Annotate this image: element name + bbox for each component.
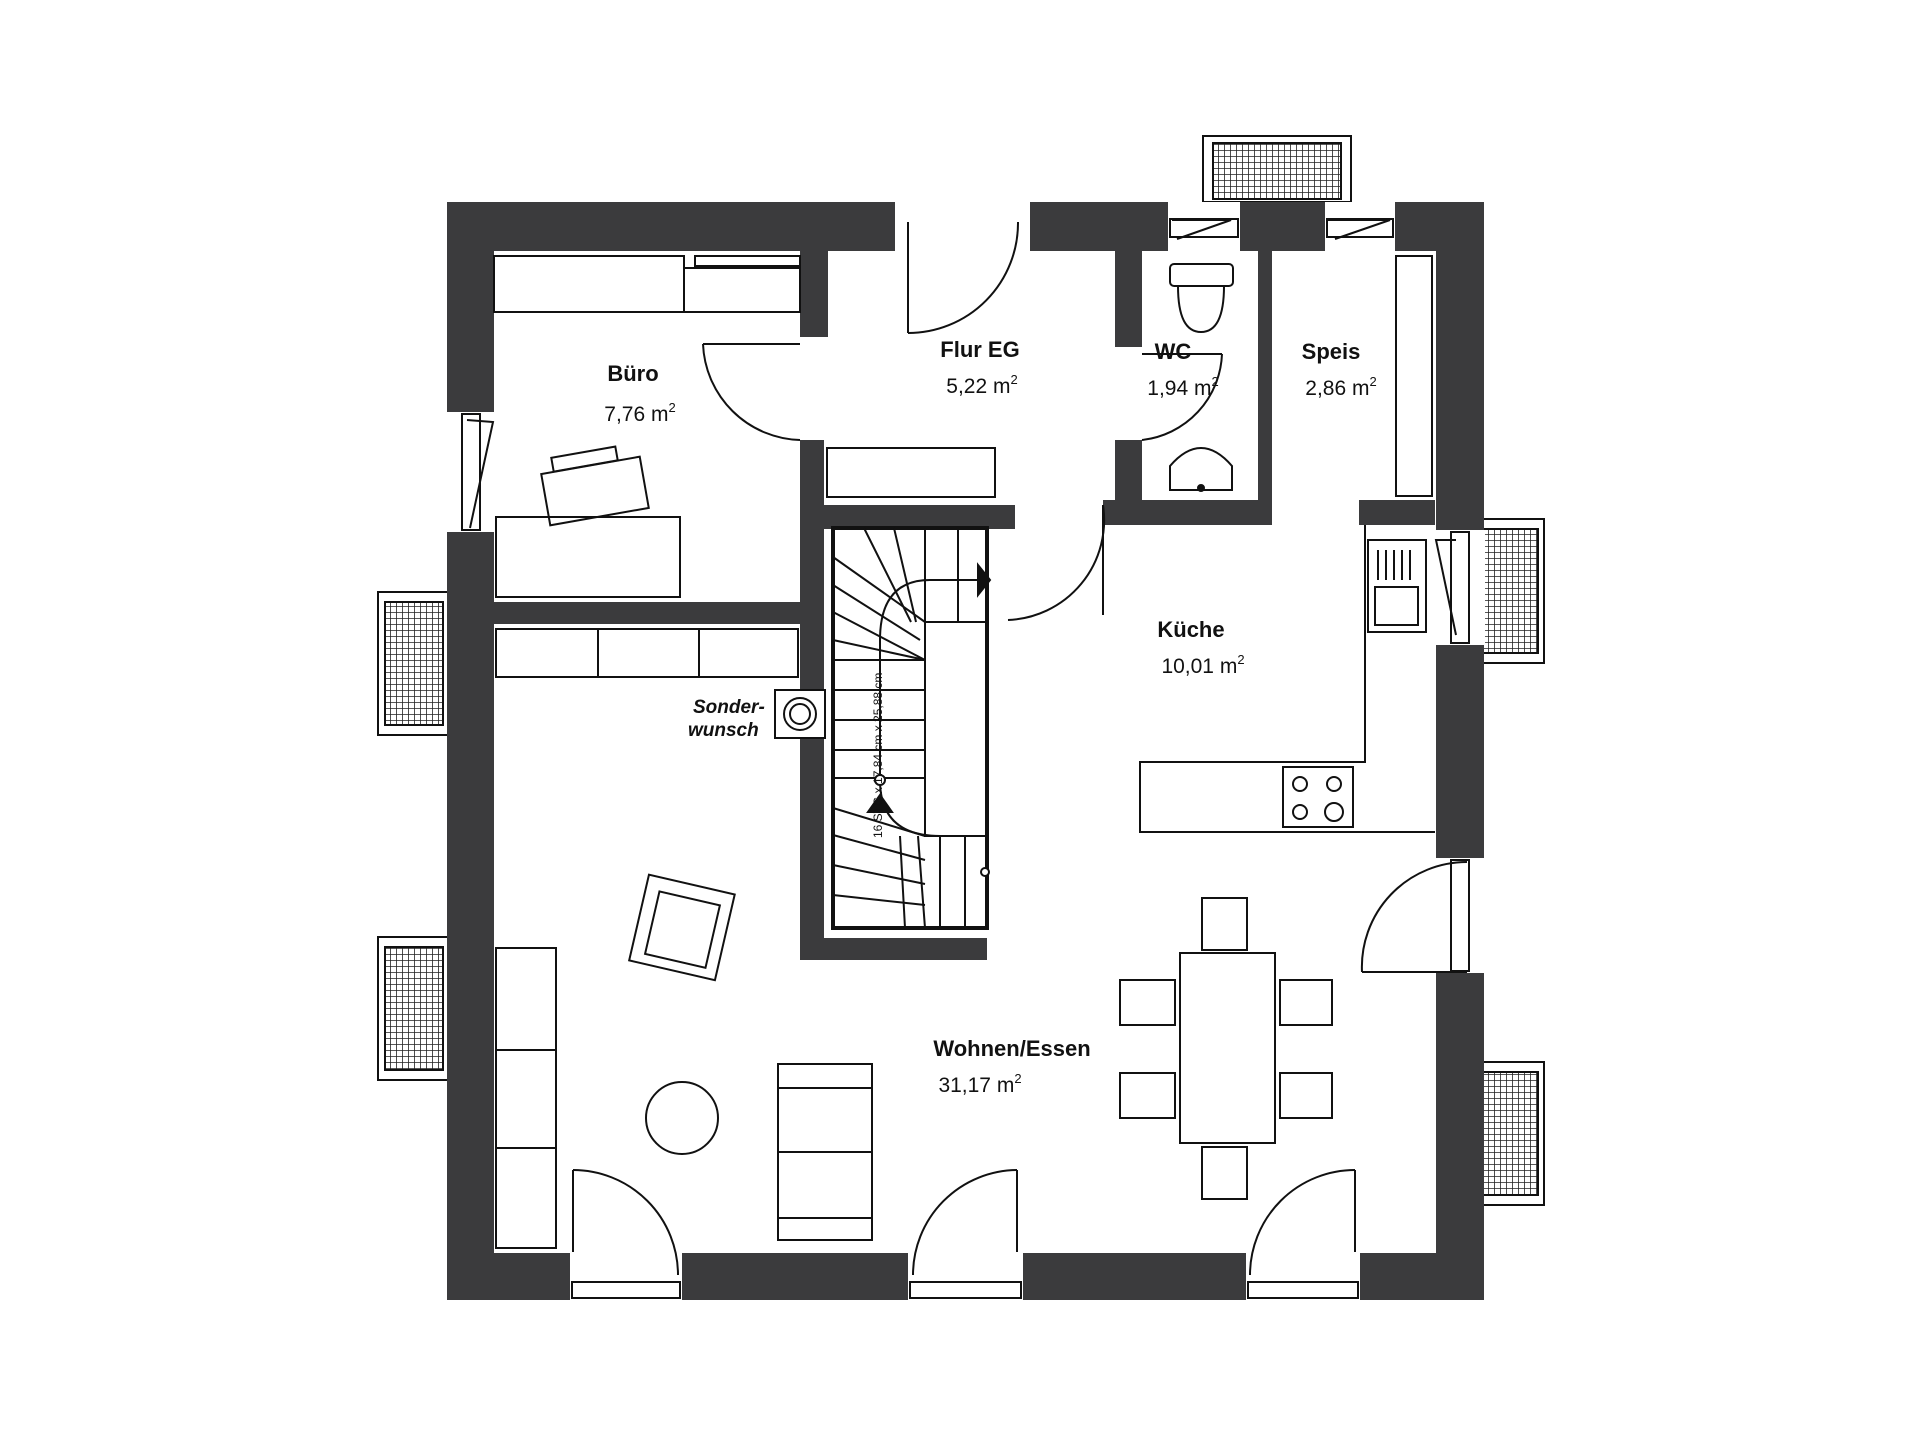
stair-spec-label: 16 STG x 17,84 cm x 25,88 cm (871, 673, 885, 838)
room-label-flur: Flur EG 5,22 m2 (940, 337, 1019, 398)
room-area-kueche: 10,01 m2 (1161, 652, 1244, 678)
walls (447, 202, 1485, 1302)
outer-wall (447, 202, 1484, 1300)
staircase (831, 526, 992, 930)
room-area-wohnen-essen: 31,17 m2 (938, 1071, 1021, 1097)
room-name-wc: WC (1155, 339, 1192, 364)
room-label-wohnen-essen: Wohnen/Essen 31,17 m2 (933, 1036, 1090, 1097)
room-name-speis: Speis (1302, 339, 1361, 364)
room-area-wc: 1,94 m2 (1147, 374, 1218, 400)
shutter-left-upper (377, 591, 449, 736)
room-label-speis: Speis 2,86 m2 (1302, 339, 1377, 400)
sonderwunsch-line1: Sonder- (693, 697, 765, 718)
room-label-bueroo: Büro 7,76 m2 (604, 361, 675, 426)
shutter-left-lower (377, 936, 449, 1081)
fireplace-symbol (774, 689, 826, 739)
room-area-flur: 5,22 m2 (946, 372, 1017, 398)
room-name-flur: Flur EG (940, 337, 1019, 362)
shutter-grilles (377, 135, 1545, 1206)
room-name-kueche: Küche (1157, 617, 1224, 642)
room-name-buero: Büro (607, 361, 658, 386)
furniture (493, 255, 1435, 1249)
room-name-wohnen-essen: Wohnen/Essen (933, 1036, 1090, 1061)
shutter-top (1202, 135, 1352, 203)
room-area-buero: 7,76 m2 (604, 400, 675, 426)
shutter-right-upper (1473, 518, 1545, 664)
room-label-wc: WC 1,94 m2 (1147, 339, 1218, 400)
doors (466, 219, 1468, 1276)
room-label-kueche: Küche 10,01 m2 (1157, 617, 1244, 678)
room-area-speis: 2,86 m2 (1305, 374, 1376, 400)
sonderwunsch-line2: wunsch (688, 720, 759, 741)
shutter-right-lower (1473, 1061, 1545, 1206)
